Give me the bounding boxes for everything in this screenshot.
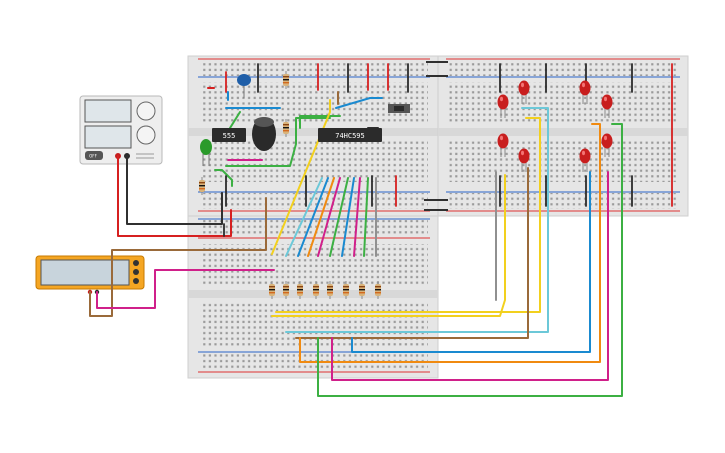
red-led[interactable] xyxy=(579,148,591,173)
breadboard-top-right[interactable] xyxy=(437,55,689,217)
black-jumpers xyxy=(223,63,633,237)
psu-power-button-label: OFF xyxy=(89,154,97,159)
resistor[interactable] xyxy=(199,177,205,195)
wire-led-2[interactable] xyxy=(285,107,549,333)
wire-led-6[interactable] xyxy=(331,171,609,381)
wire-yellow-data[interactable] xyxy=(271,99,331,255)
resistor[interactable] xyxy=(327,281,333,299)
red-led[interactable] xyxy=(518,148,530,173)
green-led[interactable] xyxy=(200,139,212,166)
wire-led-7[interactable] xyxy=(317,123,623,397)
wire-multimeter-brown[interactable] xyxy=(89,197,267,317)
wire-led-5[interactable] xyxy=(351,171,591,353)
multimeter[interactable] xyxy=(35,255,145,295)
pushbutton-switch[interactable] xyxy=(388,104,410,113)
red-led[interactable] xyxy=(497,133,509,158)
resistor[interactable] xyxy=(297,281,303,299)
red-leds xyxy=(497,80,613,173)
resistor[interactable] xyxy=(313,281,319,299)
psu-power-button[interactable] xyxy=(85,151,103,160)
psu-voltage-display xyxy=(84,99,132,123)
capacitor-top-link[interactable] xyxy=(426,61,448,77)
multimeter-display xyxy=(40,259,130,286)
wire-led-3[interactable] xyxy=(295,167,529,339)
resistor[interactable] xyxy=(283,71,289,89)
red-led[interactable] xyxy=(601,133,613,158)
resistor[interactable] xyxy=(375,281,381,299)
wire-multimeter-magenta[interactable] xyxy=(96,269,275,309)
psu-current-knob[interactable] xyxy=(136,125,156,145)
chip-74hc595[interactable]: 74HC595 xyxy=(318,128,382,142)
resistors xyxy=(199,71,381,299)
wire-psu-negative[interactable] xyxy=(126,155,223,225)
wires xyxy=(89,87,623,397)
breadboard-top-left[interactable] xyxy=(187,55,439,217)
red-led[interactable] xyxy=(518,80,530,105)
ceramic-capacitor[interactable] xyxy=(237,74,251,98)
resistor[interactable] xyxy=(283,119,289,137)
electrolytic-capacitor[interactable] xyxy=(252,117,276,151)
resistor[interactable] xyxy=(359,281,365,299)
resistor[interactable] xyxy=(283,281,289,299)
red-led[interactable] xyxy=(579,80,591,105)
chip-555-label: 555 xyxy=(223,132,236,140)
chip-555[interactable]: 555 xyxy=(212,128,246,142)
multimeter-port-v[interactable] xyxy=(133,278,139,284)
red-led[interactable] xyxy=(601,94,613,119)
red-led[interactable] xyxy=(497,94,509,119)
resistor[interactable] xyxy=(343,281,349,299)
chip-74hc595-label: 74HC595 xyxy=(335,132,365,140)
wire-led-4[interactable] xyxy=(299,123,601,363)
red-jumpers xyxy=(225,63,673,207)
psu-current-display xyxy=(84,125,132,149)
power-supply[interactable]: OFF xyxy=(79,95,163,165)
multimeter-port-a[interactable] xyxy=(133,260,139,266)
wire-led-1[interactable] xyxy=(271,174,506,317)
capacitor-bottom-link[interactable] xyxy=(424,199,448,211)
multimeter-port-com[interactable] xyxy=(133,269,139,275)
psu-voltage-knob[interactable] xyxy=(136,101,156,121)
wire-psu-positive[interactable] xyxy=(117,155,232,237)
resistor[interactable] xyxy=(269,281,275,299)
